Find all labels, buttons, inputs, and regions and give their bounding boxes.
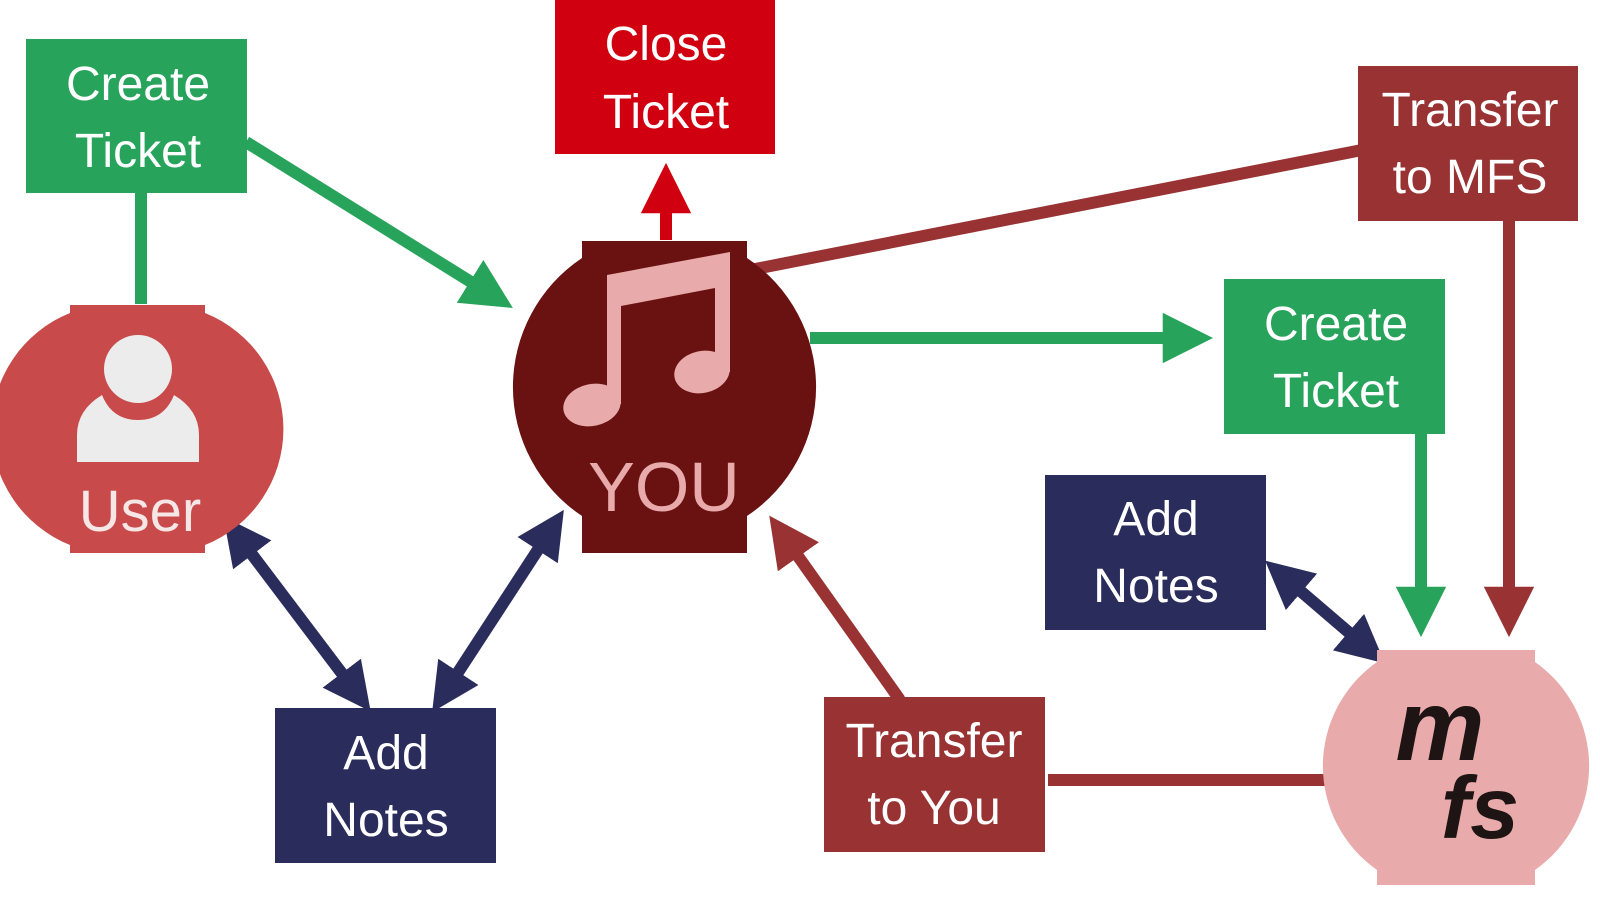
you-label: YOU	[588, 448, 740, 526]
music-note-icon	[563, 252, 730, 427]
add-notes-bottom-box: Add Notes	[275, 708, 496, 863]
mfs-logo-fs: fs	[1441, 758, 1519, 857]
transfer-to-you-line2: to You	[867, 782, 1001, 835]
mfs-node: m fs	[1322, 650, 1590, 885]
close-ticket-box: Close Ticket	[555, 0, 775, 154]
transfer-to-you-box: Transfer to You	[824, 697, 1045, 852]
create-ticket-mfs-box: Create Ticket	[1224, 279, 1445, 434]
user-node: User	[0, 305, 284, 553]
connector-you-to-transfer-mfs	[738, 144, 1364, 278]
create-ticket-mfs-line2: Ticket	[1273, 365, 1399, 418]
add-notes-mfs-line2: Notes	[1093, 560, 1218, 613]
close-ticket-line1: Close	[605, 18, 728, 71]
arrow-create-ticket-to-you	[242, 136, 513, 308]
create-ticket-mfs-line1: Create	[1264, 298, 1408, 351]
mfs-logo-m: m	[1396, 670, 1485, 782]
arrow-transfer-you-to-you	[769, 515, 905, 704]
arrow-you-add-notes-bidirectional	[432, 509, 564, 713]
transfer-to-mfs-box: Transfer to MFS	[1358, 66, 1578, 221]
add-notes-bottom-line1: Add	[343, 727, 428, 780]
user-icon	[77, 335, 199, 462]
transfer-to-mfs-line1: Transfer	[1382, 84, 1559, 137]
user-label: User	[79, 479, 201, 544]
create-ticket-user-line1: Create	[66, 58, 210, 111]
mfs-logo: m fs	[1396, 670, 1520, 857]
create-ticket-user-box: Create Ticket	[26, 39, 247, 193]
you-node: YOU	[512, 241, 817, 553]
add-notes-bottom-line2: Notes	[323, 794, 448, 847]
arrow-user-add-notes-bidirectional	[223, 516, 371, 712]
close-ticket-line2: Ticket	[603, 86, 729, 139]
transfer-to-mfs-line2: to MFS	[1393, 151, 1548, 204]
create-ticket-user-line2: Ticket	[75, 125, 201, 178]
add-notes-mfs-box: Add Notes	[1045, 475, 1266, 630]
transfer-to-you-line1: Transfer	[846, 715, 1023, 768]
add-notes-mfs-line1: Add	[1113, 493, 1198, 546]
arrow-add-notes-mfs-bidirectional	[1265, 560, 1385, 664]
